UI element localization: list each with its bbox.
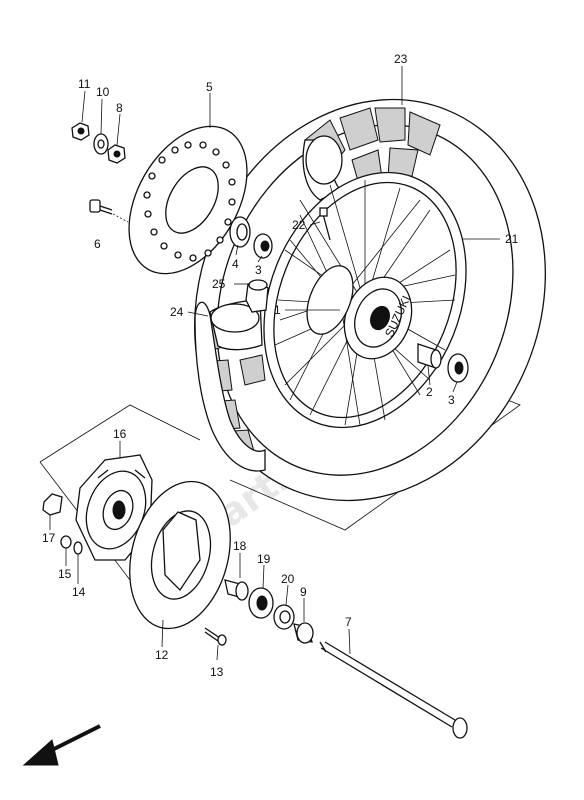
front-arrow-icon: [22, 724, 101, 766]
label-17: 17: [42, 531, 56, 545]
label-14: 14: [72, 585, 86, 599]
bearing-3-lower: [447, 353, 469, 383]
damper-17: [42, 493, 63, 516]
sprocket-drum: [75, 454, 153, 561]
wheel-hub: SUZUKI: [306, 265, 413, 360]
label-5: 5: [206, 80, 213, 94]
inner-tube: [194, 299, 266, 472]
oil-seal-20: [273, 604, 295, 630]
label-24: 24: [170, 305, 184, 319]
label-15: 15: [58, 567, 72, 581]
label-3-lower: 3: [448, 393, 455, 407]
label-23: 23: [394, 52, 408, 66]
rear-sprocket: [129, 480, 231, 630]
label-12: 12: [155, 648, 169, 662]
nut-15: [60, 535, 72, 549]
spacer-18: [224, 579, 249, 601]
brake-disc: [128, 125, 248, 275]
rim-band: [245, 279, 269, 313]
bolt-13: [204, 627, 227, 646]
bearing-3-upper: [253, 233, 273, 259]
label-19: 19: [257, 552, 271, 566]
label-20: 20: [281, 572, 295, 586]
label-18: 18: [233, 539, 247, 553]
washer-14: [73, 541, 83, 555]
label-8: 8: [116, 101, 123, 115]
label-25: 25: [212, 277, 226, 291]
part-number-labels: 11 10 8 5 23 22 21 6 4 3 25 24 1 2 3 16 …: [42, 52, 519, 679]
washer-10: [93, 133, 109, 155]
spacer-9: [293, 622, 314, 644]
leader-lines: [49, 66, 500, 661]
label-3-upper: 3: [255, 263, 262, 277]
label-11: 11: [78, 77, 91, 91]
rear-axle: [319, 641, 468, 739]
oil-seal-4: [229, 216, 251, 248]
label-1: 1: [274, 303, 281, 317]
label-7: 7: [345, 615, 352, 629]
nut-11: [71, 122, 90, 141]
bolt-6: [89, 199, 129, 223]
label-4: 4: [232, 257, 239, 271]
label-6: 6: [94, 237, 101, 251]
label-13: 13: [210, 665, 224, 679]
label-22: 22: [292, 218, 306, 232]
valve: [319, 207, 331, 241]
label-21: 21: [505, 232, 519, 246]
label-10: 10: [96, 85, 110, 99]
spacer-2: [417, 343, 442, 369]
label-2: 2: [426, 385, 433, 399]
nut-8: [107, 144, 126, 164]
label-16: 16: [113, 427, 127, 441]
bearing-19: [248, 587, 274, 619]
label-9: 9: [300, 585, 307, 599]
